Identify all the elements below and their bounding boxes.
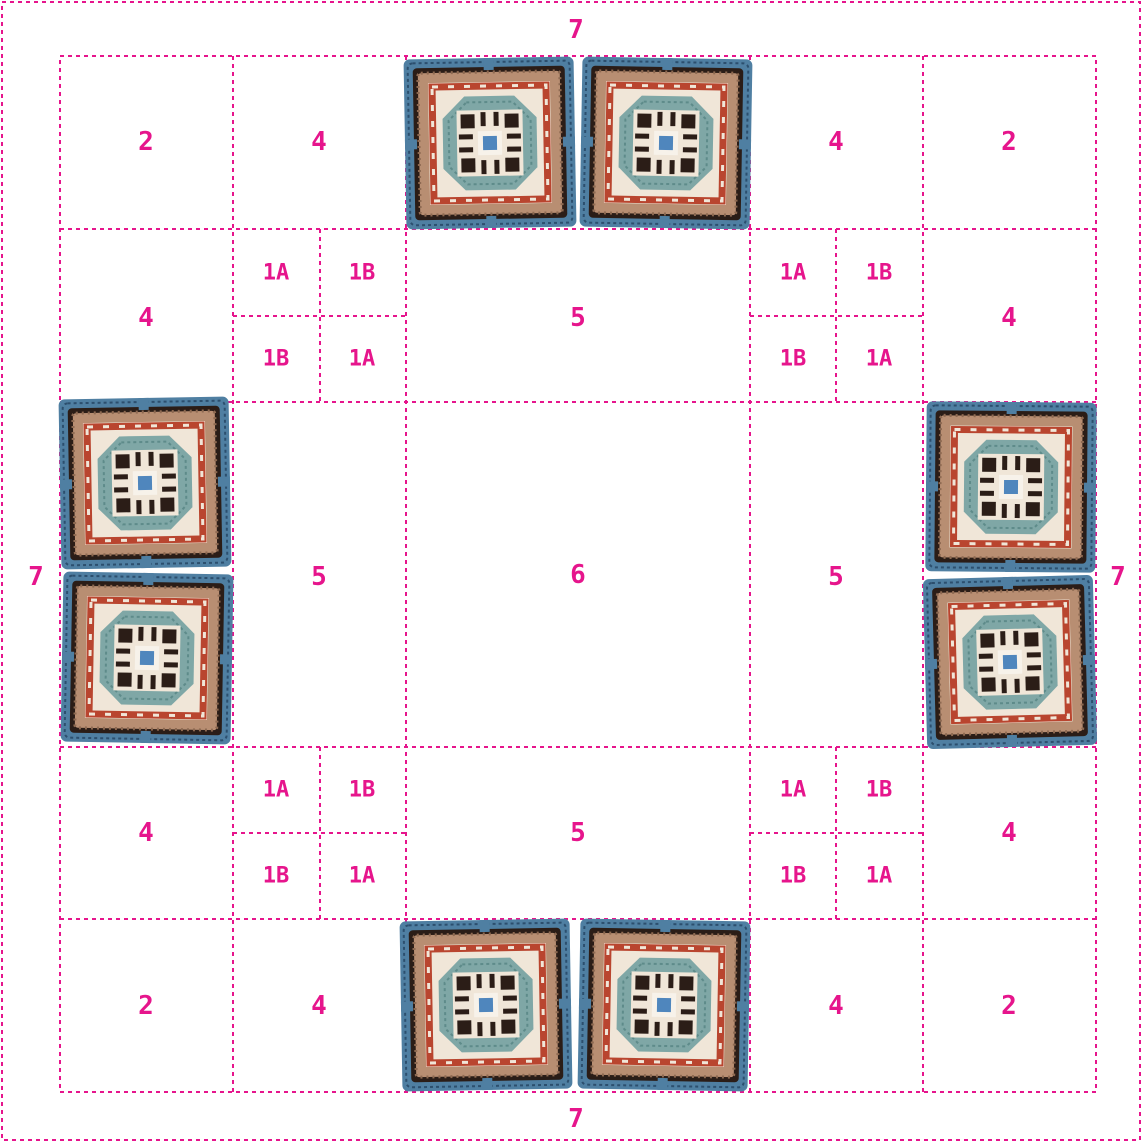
quad-tr-1b: 1B	[780, 347, 807, 372]
quad-tr-1b: 1B	[866, 261, 893, 286]
panel-label-right: 5	[828, 562, 844, 592]
quad-br-1b: 1B	[866, 778, 893, 803]
corner-label-bottom-left: 2	[138, 991, 154, 1021]
edge-label-bottom-right: 4	[828, 991, 844, 1021]
quad-bl-1b: 1B	[349, 778, 376, 803]
quad-tr-1a: 1A	[780, 261, 807, 286]
granny-square-icon	[578, 919, 751, 1092]
granny-square-icon	[923, 575, 1097, 749]
quad-br-1b: 1B	[780, 864, 807, 889]
quad-tl-1a: 1A	[349, 347, 376, 372]
edge-label-top-left: 4	[311, 127, 327, 157]
panel-label-bottom: 5	[570, 818, 586, 848]
granny-square-icon	[925, 401, 1096, 572]
granny-square-icon	[400, 919, 573, 1092]
granny-square-icon	[59, 397, 232, 570]
border-label-bottom: 7	[568, 1104, 584, 1134]
border-label-right: 7	[1110, 562, 1126, 592]
corner-label-top-left: 2	[138, 127, 154, 157]
edge-label-bottom-left: 4	[311, 991, 327, 1021]
edge-label-left-upper: 4	[138, 303, 154, 333]
panel-label-top: 5	[570, 303, 586, 333]
edge-label-right-lower: 4	[1001, 818, 1017, 848]
center-label: 6	[570, 560, 586, 590]
panel-label-left: 5	[311, 562, 327, 592]
quad-br-1a: 1A	[866, 864, 893, 889]
granny-square-icon	[61, 572, 234, 745]
quad-tl-1a: 1A	[263, 261, 290, 286]
quad-bl-1b: 1B	[263, 864, 290, 889]
quad-tl-1b: 1B	[349, 261, 376, 286]
quad-tr-1a: 1A	[866, 347, 893, 372]
corner-label-top-right: 2	[1001, 127, 1017, 157]
border-label-left: 7	[28, 562, 44, 592]
edge-label-left-lower: 4	[138, 818, 154, 848]
granny-square-icon	[580, 57, 753, 230]
border-label-top: 7	[568, 15, 584, 45]
corner-label-bottom-right: 2	[1001, 991, 1017, 1021]
edge-label-right-upper: 4	[1001, 303, 1017, 333]
quad-br-1a: 1A	[780, 778, 807, 803]
quad-bl-1a: 1A	[349, 864, 376, 889]
granny-square-icon	[404, 57, 577, 230]
quad-bl-1a: 1A	[263, 778, 290, 803]
quad-tl-1b: 1B	[263, 347, 290, 372]
edge-label-top-right: 4	[828, 127, 844, 157]
